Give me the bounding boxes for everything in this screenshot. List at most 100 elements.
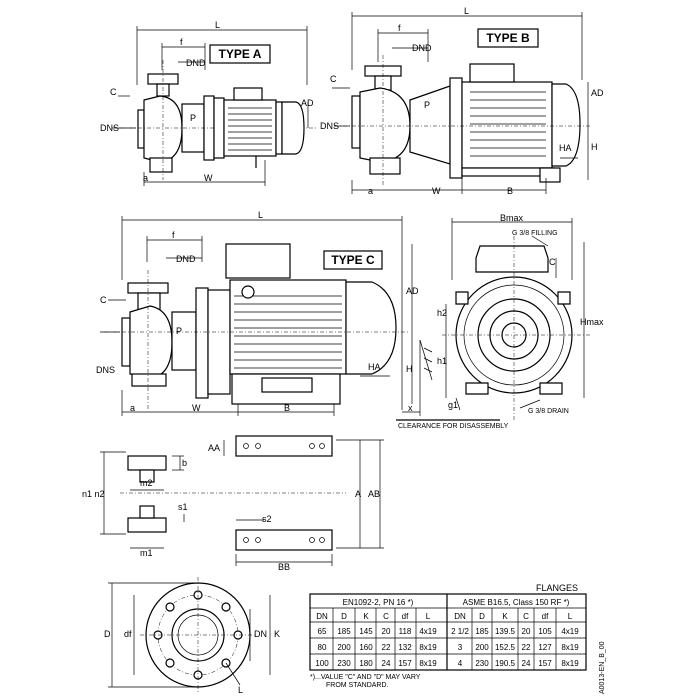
type-a-title: TYPE A xyxy=(219,47,262,61)
asme-table-cell: 230 xyxy=(475,659,489,668)
en-table-cell: 230 xyxy=(337,659,351,668)
feet-label-s2: s2 xyxy=(262,514,272,524)
asme-column-header: D xyxy=(479,612,485,621)
type-c-label-p: P xyxy=(176,326,182,336)
drawing-code: A0013-EN_B_00 xyxy=(599,641,606,694)
asme-table-cell: 190.5 xyxy=(495,659,516,668)
en-table-cell: 24 xyxy=(382,659,391,668)
type-b-label-h: H xyxy=(591,142,598,152)
type-a-label-dns: DNS xyxy=(100,123,119,133)
type-b-label-a: a xyxy=(368,186,373,196)
en-table-cell: 20 xyxy=(382,627,391,636)
type-b-label-l: L xyxy=(464,6,469,16)
flanges-note-line2: FROM STANDARD. xyxy=(326,682,389,689)
feet-label-n1n2: n1 n2 xyxy=(82,489,105,499)
end-label-bmax: Bmax xyxy=(500,213,524,223)
asme-column-header: L xyxy=(568,612,573,621)
end-label-drain: G 3/8 DRAIN xyxy=(528,408,569,415)
flange-label-l: L xyxy=(238,685,243,695)
type-c-label-h: H xyxy=(406,364,413,374)
type-b-label-w: W xyxy=(432,186,441,196)
asme-column-header: DN xyxy=(454,612,466,621)
flange-label-df: df xyxy=(124,629,132,639)
asme-table-cell: 4x19 xyxy=(561,627,579,636)
asme-table-cell: 200 xyxy=(475,643,489,652)
end-label-h2: h2 xyxy=(437,308,447,318)
type-a-label-a: a xyxy=(143,173,148,183)
feet-label-m1: m1 xyxy=(140,548,153,558)
asme-table-cell: 185 xyxy=(475,627,489,636)
feet-label-a: A xyxy=(355,489,361,499)
en-table-cell: 80 xyxy=(318,643,327,652)
type-a-label-c: C xyxy=(110,87,117,97)
asme-column-header: C xyxy=(523,612,529,621)
type-c-label-f: f xyxy=(172,230,175,240)
flange-label-k: K xyxy=(274,629,280,639)
asme-column-header: K xyxy=(502,612,508,621)
asme-table-cell: 8x19 xyxy=(561,643,579,652)
end-label-filling: G 3/8 FILLING xyxy=(512,230,558,237)
end-label-h1: h1 xyxy=(437,356,447,366)
flanges-table: FLANGES EN1092-2, PN 16 *) ASME B16.5, C… xyxy=(309,583,587,689)
type-b-view: TYPE B L f DND C DNS P AD HA H a W B xyxy=(320,6,604,196)
type-b-label-c: C xyxy=(330,74,337,84)
feet-label-b: b xyxy=(182,458,187,468)
type-a-label-p: P xyxy=(190,113,196,123)
asme-table-cell: 2 1/2 xyxy=(451,627,469,636)
asme-table-cell: 105 xyxy=(538,627,552,636)
end-label-hmax: Hmax xyxy=(580,317,604,327)
feet-label-ab: AB xyxy=(368,489,380,499)
en-table-cell: 145 xyxy=(359,627,373,636)
type-c-label-ad: AD xyxy=(406,286,419,296)
en-table-cell: 100 xyxy=(315,659,329,668)
end-view: Bmax G 3/8 FILLING C Hmax h2 h1 g1 G 3/8… xyxy=(437,213,604,420)
asme-column-header: df xyxy=(542,612,549,621)
type-c-label-w: W xyxy=(192,403,201,413)
en-table-cell: 157 xyxy=(398,659,412,668)
flange-label-dn: DN xyxy=(254,629,267,639)
clearance-note: CLEARANCE FOR DISASSEMBLY xyxy=(398,423,509,430)
type-b-title: TYPE B xyxy=(486,31,530,45)
type-c-label-ha: HA xyxy=(368,362,381,372)
type-b-label-f: f xyxy=(398,23,401,33)
feet-label-aa: AA xyxy=(208,443,220,453)
feet-label-s1: s1 xyxy=(178,502,188,512)
type-c-label-c: C xyxy=(100,295,107,305)
en-table-cell: 65 xyxy=(318,627,327,636)
type-b-label-p: P xyxy=(424,100,430,110)
en-table-cell: 22 xyxy=(382,643,391,652)
en-table-cell: 185 xyxy=(337,627,351,636)
en-table-cell: 118 xyxy=(399,627,412,636)
asme-table-cell: 8x19 xyxy=(561,659,579,668)
end-label-g1: g1 xyxy=(448,400,458,410)
type-c-label-b: B xyxy=(284,403,290,413)
type-b-label-dnd: DND xyxy=(412,43,432,53)
en-column-header: df xyxy=(402,612,409,621)
type-b-label-ad: AD xyxy=(591,88,604,98)
type-c-view: TYPE C L f DND C DNS P AD HA H a W B x C… xyxy=(96,210,509,430)
en-table-cell: 132 xyxy=(398,643,412,652)
type-a-label-ad: AD xyxy=(301,98,314,108)
flanges-note-line1: *)...VALUE "C" AND "D" MAY VARY xyxy=(310,674,421,681)
asme-table-cell: 22 xyxy=(522,643,531,652)
asme-table-cell: 152.5 xyxy=(495,643,516,652)
feet-label-bb: BB xyxy=(278,562,290,572)
type-c-label-dns: DNS xyxy=(96,365,115,375)
asme-table-cell: 3 xyxy=(458,643,463,652)
flange-detail: D df DN K L xyxy=(104,577,280,695)
en-table-cell: 160 xyxy=(359,643,373,652)
asme-table-cell: 127 xyxy=(538,643,552,652)
en-table-cell: 200 xyxy=(337,643,351,652)
type-a-label-dnd: DND xyxy=(186,58,206,68)
asme-table-cell: 157 xyxy=(538,659,552,668)
en-column-header: D xyxy=(341,612,347,621)
en-standard-header: EN1092-2, PN 16 *) xyxy=(343,598,414,607)
asme-table-cell: 139.5 xyxy=(495,627,516,636)
type-a-view: TYPE A L f DND C DNS P AD a W xyxy=(100,20,318,186)
type-a-label-l: L xyxy=(215,20,220,30)
feet-detail: AA b m2 n1 n2 A AB s1 s2 m1 BB xyxy=(82,435,384,572)
asme-table-cell: 4 xyxy=(458,659,463,668)
en-table-cell: 180 xyxy=(359,659,373,668)
asme-standard-header: ASME B16.5, Class 150 RF *) xyxy=(463,598,570,607)
